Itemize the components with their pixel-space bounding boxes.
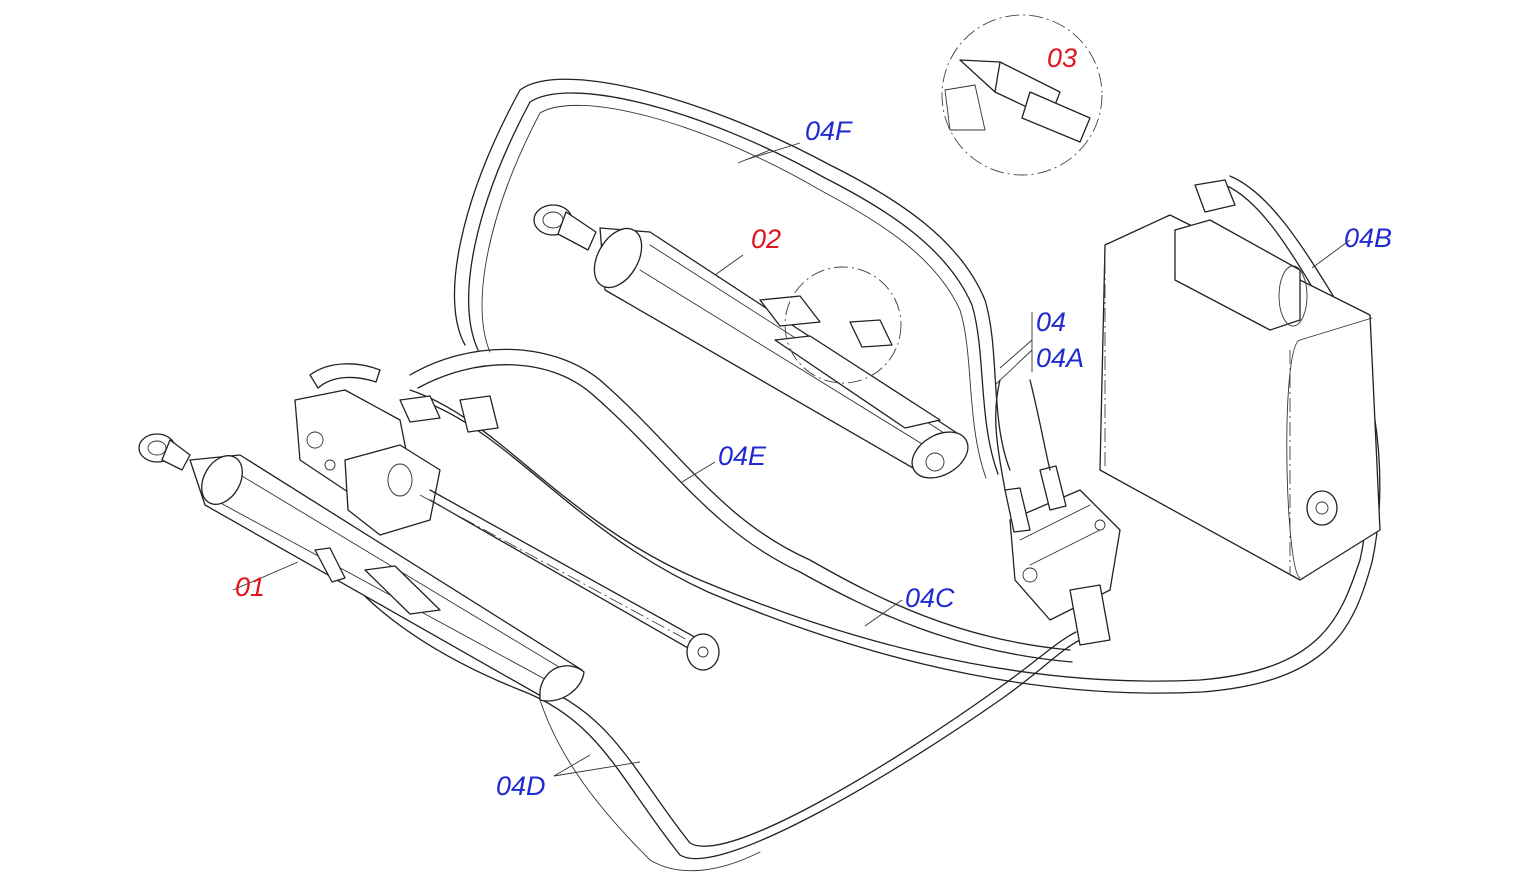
detail-03-inset bbox=[941, 14, 1103, 176]
label-part-04F: 04F bbox=[805, 116, 853, 146]
cylinder-01 bbox=[138, 433, 585, 702]
detail-marker-circle bbox=[784, 266, 902, 384]
label-part-04A: 04A bbox=[1036, 343, 1084, 373]
label-part-04B: 04B bbox=[1344, 223, 1392, 253]
label-part-02: 02 bbox=[751, 224, 781, 254]
label-part-04C: 04C bbox=[905, 583, 955, 613]
drive-shaft bbox=[419, 489, 720, 671]
hose-04E bbox=[409, 348, 1073, 663]
label-part-04: 04 bbox=[1036, 307, 1066, 337]
label-part-03: 03 bbox=[1047, 43, 1077, 73]
cylinder-02 bbox=[533, 204, 969, 479]
control-valve-04 bbox=[995, 379, 1121, 646]
hose-04F bbox=[453, 78, 1011, 479]
hydraulic-tank bbox=[1099, 179, 1381, 581]
hydraulic-pump bbox=[294, 363, 499, 536]
label-part-04E: 04E bbox=[718, 441, 767, 471]
label-part-04D: 04D bbox=[496, 771, 546, 801]
leader-lines bbox=[232, 142, 1351, 777]
label-part-01: 01 bbox=[235, 572, 265, 602]
